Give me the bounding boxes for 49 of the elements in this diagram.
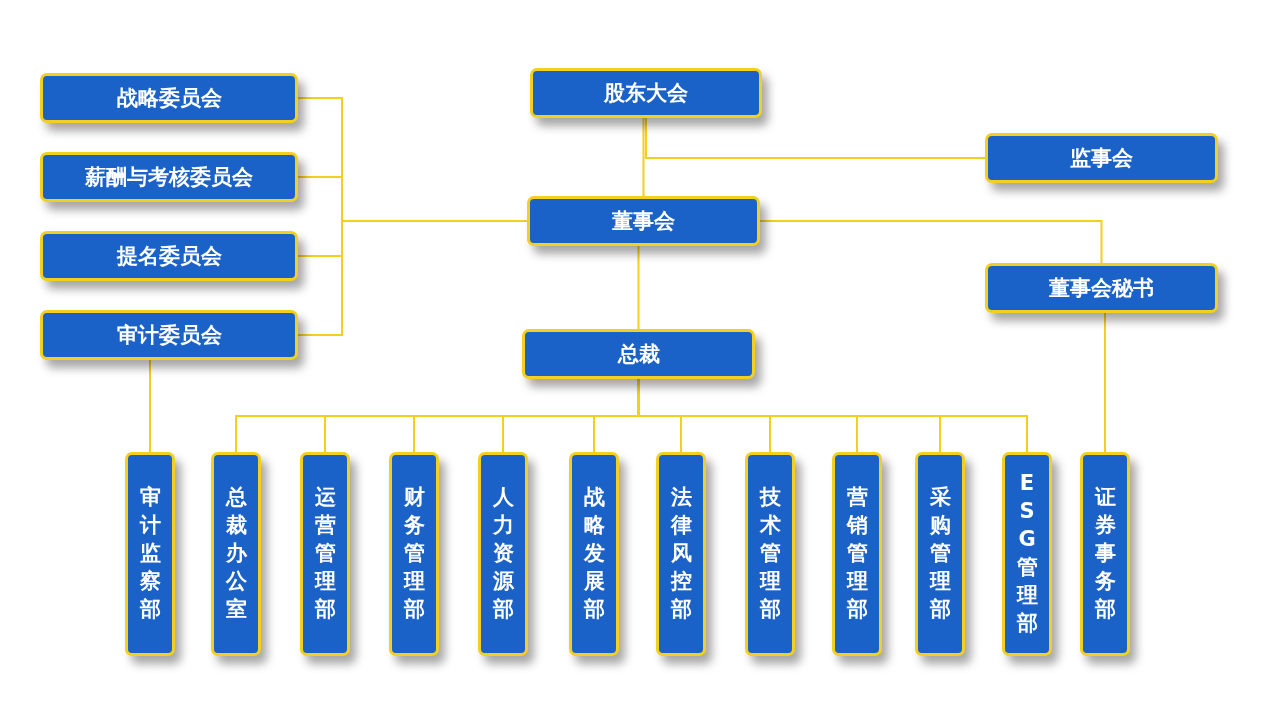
org-unit-box bbox=[125, 452, 175, 656]
connector-line bbox=[642, 117, 645, 197]
org-unit-box bbox=[40, 73, 298, 123]
unit-name: 总裁 bbox=[617, 341, 660, 368]
unit-name: 战略发展部 bbox=[583, 484, 605, 623]
org-unit-box bbox=[478, 452, 528, 656]
unit-name: 董事会秘书 bbox=[1049, 275, 1154, 302]
unit-name: 战略委员会 bbox=[116, 85, 222, 112]
org-unit-box bbox=[389, 452, 439, 656]
connector-line bbox=[637, 245, 640, 330]
org-unit-box bbox=[40, 231, 298, 281]
org-unit-box bbox=[569, 452, 619, 656]
unit-name: 证券事务部 bbox=[1094, 484, 1116, 623]
unit-name: 监事会 bbox=[1070, 145, 1133, 172]
unit-name: 营销管理部 bbox=[846, 484, 868, 623]
org-unit-box bbox=[1002, 452, 1052, 656]
connector-line bbox=[149, 359, 151, 453]
org-unit-box bbox=[530, 68, 762, 118]
unit-name: 审计委员会 bbox=[116, 322, 222, 349]
unit-name: 董事会 bbox=[612, 208, 675, 235]
org-unit-box bbox=[915, 452, 965, 656]
org-unit-box bbox=[40, 310, 298, 360]
unit-name: 股东大会 bbox=[604, 80, 688, 107]
org-unit-box bbox=[211, 452, 261, 656]
unit-name: 法律风控部 bbox=[670, 484, 692, 623]
unit-name: 采购管理部 bbox=[929, 484, 951, 623]
unit-name: ESG管理部 bbox=[1016, 470, 1038, 637]
connector-line bbox=[297, 220, 528, 336]
org-unit-box bbox=[300, 452, 350, 656]
unit-name: 审计监察部 bbox=[139, 484, 161, 623]
unit-name: 技术管理部 bbox=[759, 484, 781, 623]
unit-name: 提名委员会 bbox=[116, 243, 222, 270]
unit-name: 财务管理部 bbox=[403, 484, 425, 623]
unit-name: 运营管理部 bbox=[314, 484, 336, 623]
org-unit-box bbox=[832, 452, 882, 656]
org-unit-box bbox=[985, 263, 1218, 313]
org-unit-box bbox=[656, 452, 706, 656]
connector-line bbox=[759, 220, 1103, 264]
unit-name: 人力资源部 bbox=[492, 484, 514, 623]
org-unit-box bbox=[527, 196, 760, 246]
unit-name: 总裁办公室 bbox=[225, 484, 247, 623]
unit-name: 薪酬与考核委员会 bbox=[85, 164, 253, 191]
org-unit-box bbox=[985, 133, 1218, 183]
org-unit-box bbox=[40, 152, 298, 202]
connector-line bbox=[1104, 312, 1106, 453]
connector-line bbox=[645, 117, 986, 159]
org-unit-box bbox=[745, 452, 795, 656]
org-unit-box bbox=[522, 329, 755, 379]
org-unit-box bbox=[1080, 452, 1130, 656]
